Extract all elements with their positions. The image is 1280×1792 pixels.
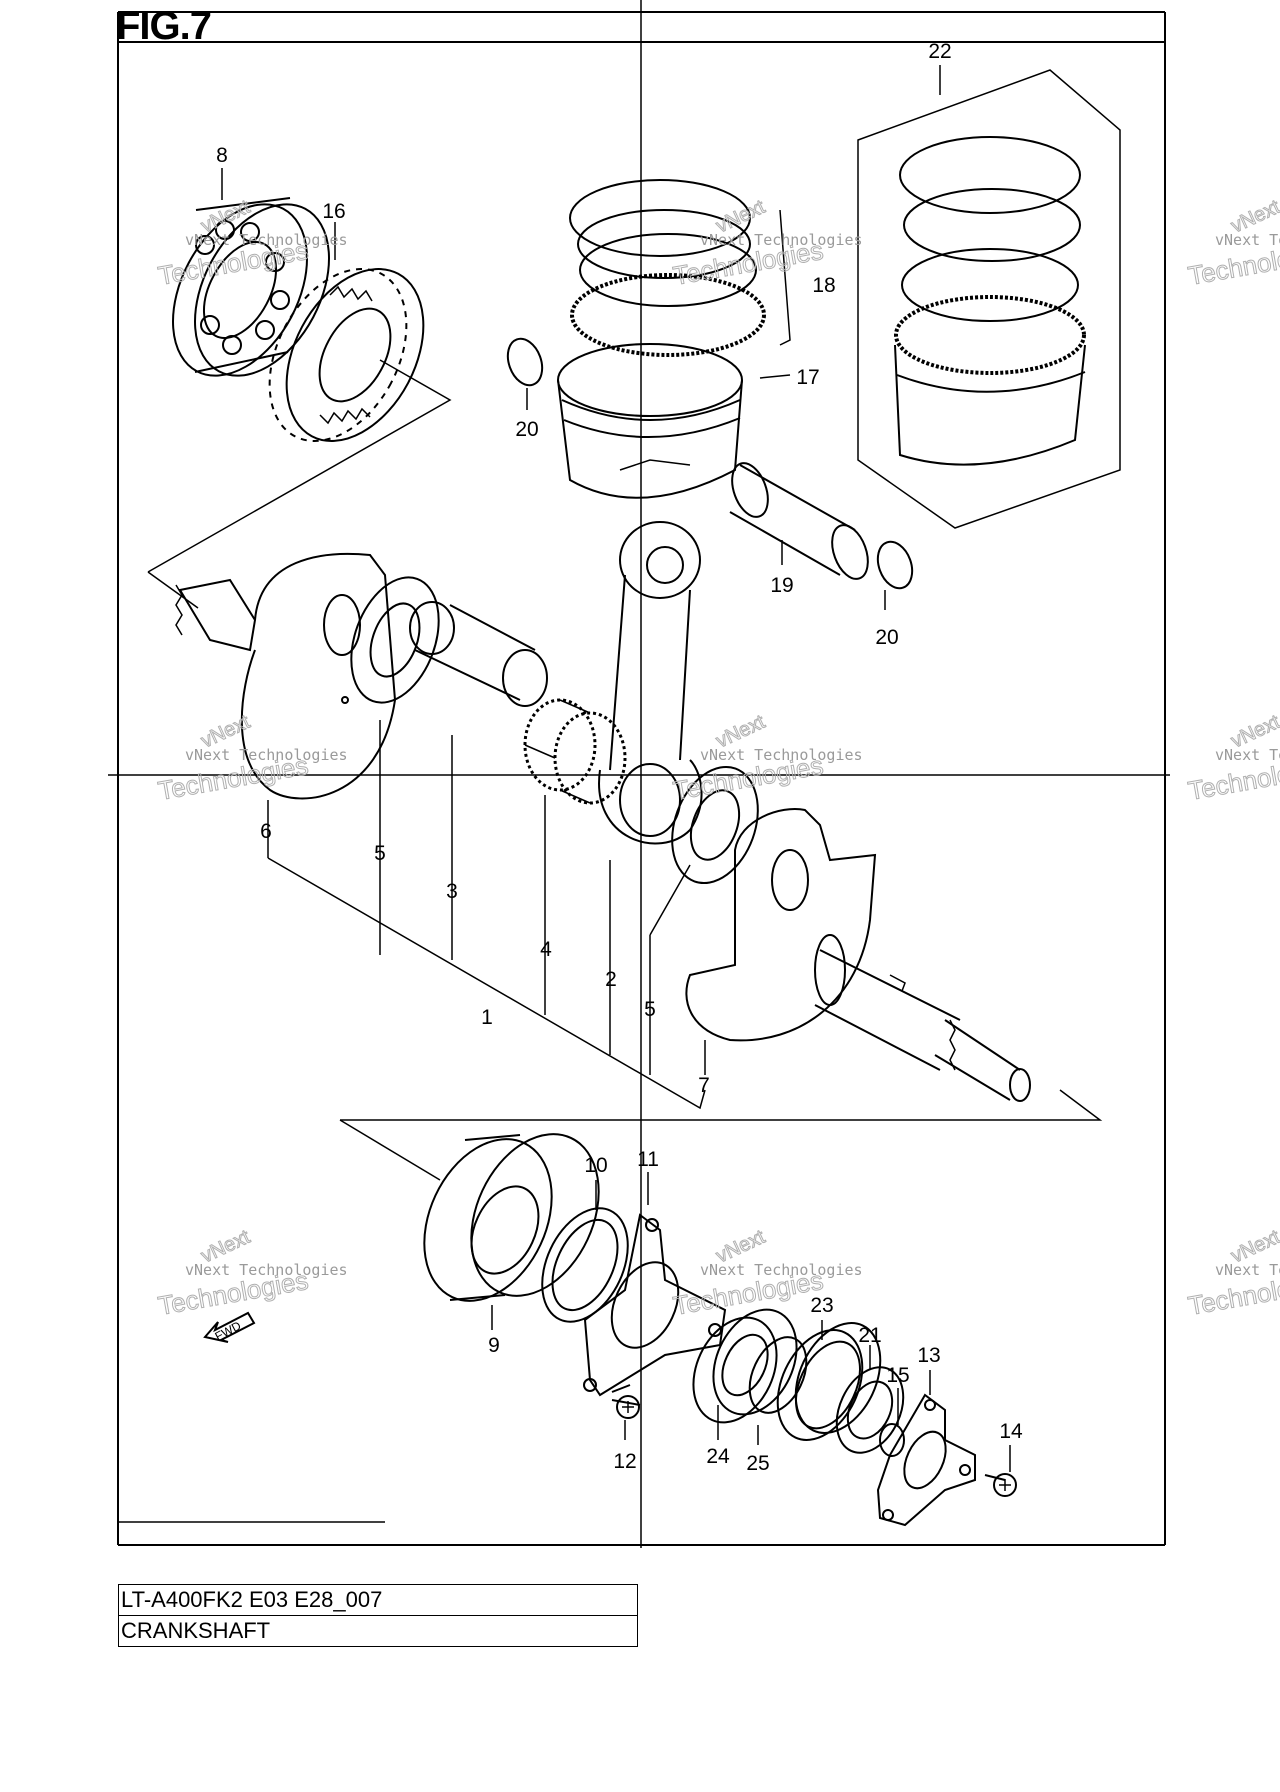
part-8-bearing (172, 197, 330, 377)
callout-9: 9 (488, 1334, 500, 1357)
callout-15: 15 (886, 1364, 909, 1387)
callout-10: 10 (584, 1154, 607, 1177)
callout-20: 20 (515, 418, 538, 441)
callout-2: 2 (605, 968, 617, 991)
watermark-text: vNext Technologies (1215, 231, 1280, 249)
watermark-text: vNext Technologies (700, 231, 863, 249)
part-20-circlip-left (506, 337, 544, 387)
callout-11: 11 (637, 1148, 659, 1171)
part-12-screw (611, 1384, 641, 1419)
callout-12: 12 (613, 1450, 636, 1473)
center-crosshair (108, 0, 1170, 1548)
watermark-text: vNext Technologies (700, 746, 863, 764)
callout-13: 13 (917, 1344, 940, 1367)
callout-17: 17 (796, 366, 819, 389)
part-17-piston (557, 343, 743, 499)
part-15-o-ring (879, 1423, 905, 1457)
part-5-washer-right (671, 765, 759, 885)
callout-24: 24 (706, 1445, 730, 1468)
callout-18: 18 (812, 274, 835, 297)
watermark-text: vNext Technologies (185, 746, 348, 764)
callout-5: 5 (374, 842, 386, 865)
part-14-screw (984, 1473, 1017, 1497)
watermark-text: vNext Technologies (1215, 1261, 1280, 1279)
title-block-model: LT-A400FK2 E03 E28_007 (118, 1584, 638, 1616)
part-6-crank-left (175, 552, 397, 800)
part-18-piston-rings (569, 179, 791, 357)
part-4-needle-bearing (523, 698, 627, 805)
callout-25: 25 (746, 1452, 769, 1475)
watermark-text: vNext Technologies (1215, 746, 1280, 764)
callout-3: 3 (446, 880, 458, 903)
callout-23: 23 (810, 1294, 833, 1317)
callout-7: 7 (698, 1074, 710, 1097)
part-22-piston-set (857, 69, 1121, 529)
callout-21: 21 (858, 1324, 881, 1347)
callout-5: 5 (644, 998, 656, 1021)
callout-6: 6 (260, 820, 272, 843)
fwd-arrow: FWD (203, 1311, 256, 1344)
callout-1: 1 (481, 1006, 493, 1029)
callout-4: 4 (540, 938, 552, 961)
part-21-collar (835, 1366, 905, 1454)
callout-14: 14 (999, 1420, 1023, 1443)
watermark-text: vNext Technologies (700, 1261, 863, 1279)
part-2-conrod (598, 521, 703, 845)
part-19-piston-pin (729, 462, 869, 580)
part-10-oil-seal (541, 1207, 629, 1323)
part-24-bearing (692, 1308, 798, 1424)
part-16-gear (268, 268, 425, 442)
callout-leaders (221, 65, 1011, 1472)
part-9-bearing (423, 1133, 600, 1302)
part-7-crank-right (685, 808, 1031, 1102)
watermark-text: vNext Technologies (185, 231, 348, 249)
part-13-plate (876, 1393, 976, 1527)
callout-19: 19 (770, 574, 793, 597)
callout-20: 20 (875, 626, 898, 649)
callout-16: 16 (322, 200, 345, 223)
part-25-o-ring (748, 1336, 808, 1414)
part-11-retainer-plate (583, 1213, 727, 1397)
part-20-circlip-right (876, 540, 914, 590)
crank-leader-lines (267, 720, 1103, 1181)
title-block-name: CRANKSHAFT (118, 1615, 638, 1647)
callout-22: 22 (928, 40, 951, 63)
callout-8: 8 (216, 144, 228, 167)
part-3-crank-pin (409, 601, 548, 707)
watermark-text: vNext Technologies (185, 1261, 348, 1279)
